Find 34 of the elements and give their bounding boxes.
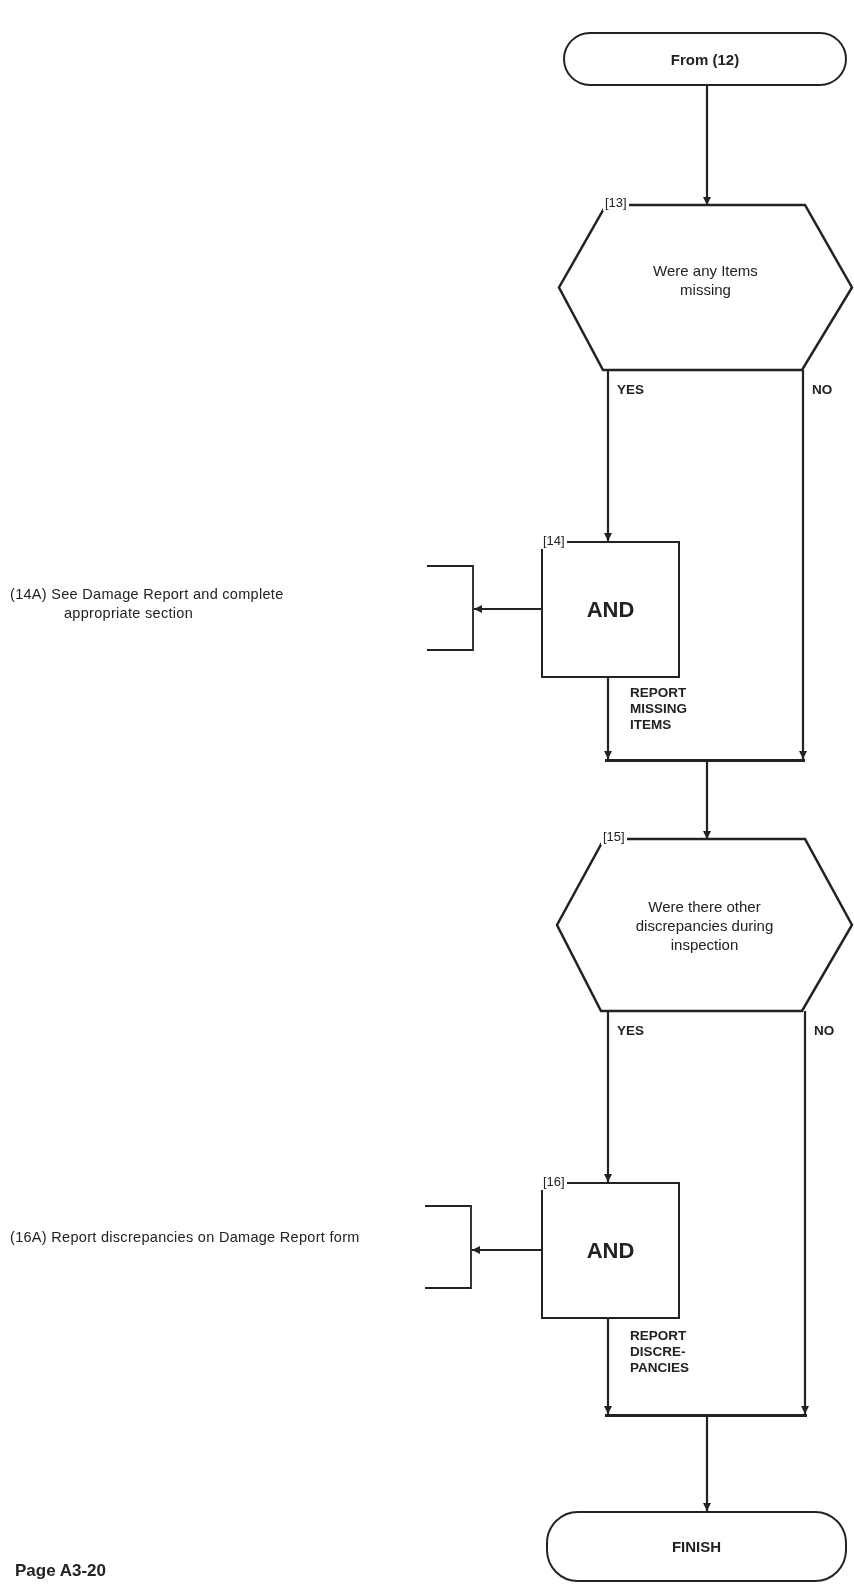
merge-bar	[605, 759, 805, 762]
arrow	[703, 86, 711, 205]
edge-label: NO	[814, 1023, 835, 1039]
edge-label: REPORT DISCRE- PANCIES	[630, 1328, 690, 1376]
edge-label: NO	[812, 382, 833, 398]
arrow	[604, 1011, 612, 1182]
step-number: [16]	[541, 1174, 567, 1190]
arrow	[799, 370, 807, 759]
arrow	[801, 1011, 809, 1414]
gate-text: AND	[585, 1237, 636, 1264]
merge-bar	[605, 1414, 807, 1417]
arrow	[703, 1417, 711, 1511]
arrow	[604, 370, 612, 541]
step-number: [13]	[603, 195, 629, 211]
terminal-box	[563, 32, 847, 86]
arrow	[472, 1246, 541, 1254]
instruction-note: (14A) See Damage Report and complete appropriate section	[10, 585, 285, 623]
instruction-note: (16A) Report discrepancies on Damage Report form	[10, 1228, 361, 1247]
step-number: [14]	[541, 533, 567, 549]
terminal-text: FINISH	[671, 1538, 722, 1555]
edge-label: YES	[617, 1023, 644, 1039]
edge-label: REPORT MISSING ITEMS	[630, 685, 688, 733]
edge-label: YES	[617, 382, 644, 398]
decision-text: Were any Items missing	[652, 260, 759, 299]
arrow	[604, 1319, 612, 1414]
gate-text: AND	[585, 596, 636, 623]
terminal-text: From (12)	[670, 50, 740, 68]
page-number: Page A3-20	[15, 1561, 107, 1581]
step-number: [15]	[601, 829, 627, 845]
decision-text: Were there other discrepancies during inspection	[634, 896, 775, 954]
arrow	[604, 678, 612, 759]
arrow	[703, 762, 711, 839]
terminal-box	[546, 1511, 847, 1582]
arrow	[474, 605, 541, 613]
